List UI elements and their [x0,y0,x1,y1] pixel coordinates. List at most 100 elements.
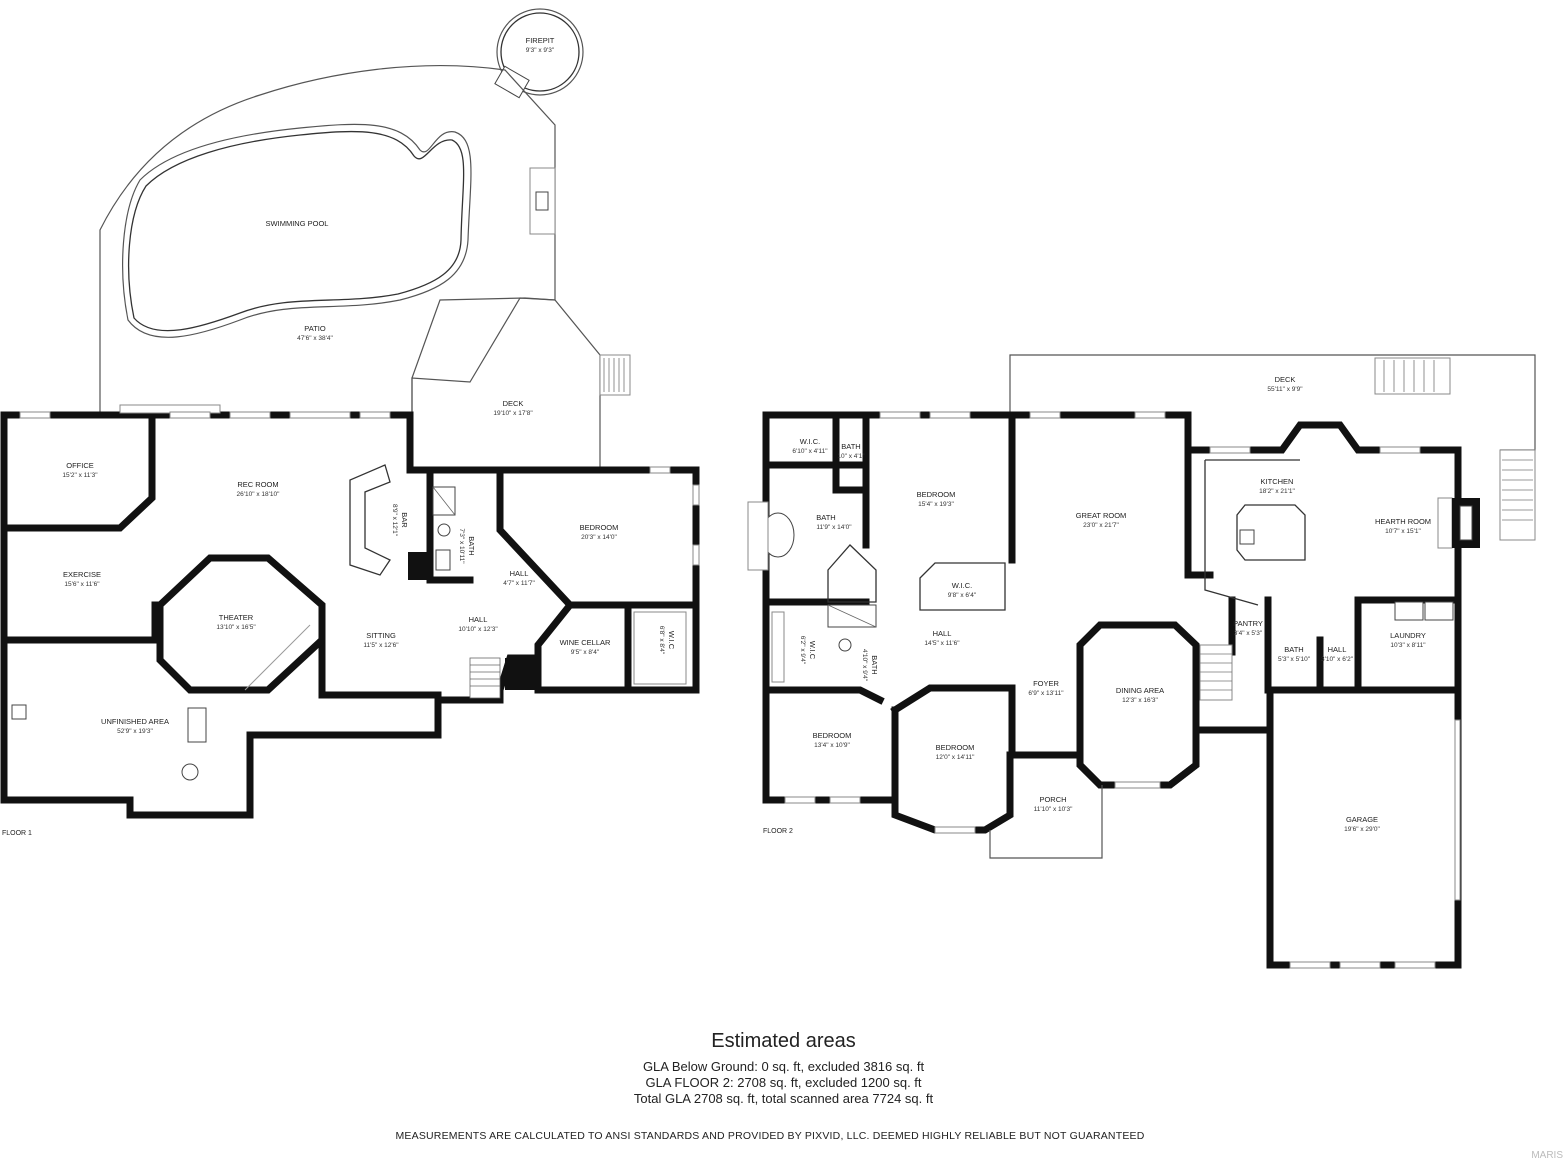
floor2-windows [784,411,1436,969]
floor1-labels: FIREPIT 9'3" x 9'3" SWIMMING POOL PATIO … [2,36,676,837]
room-name-bath-f1: BATH [467,536,476,555]
patio-grill-icon [535,191,549,211]
room-name-hearth-room: HEARTH ROOM [1375,517,1431,526]
room-name-kitchen: KITCHEN [1261,477,1294,486]
room-name-exercise: EXERCISE [63,570,101,579]
unfinished-tank [187,707,207,743]
master-bath-bay-window [747,501,769,571]
area-line-floor2: GLA FLOOR 2: 2708 sq. ft, excluded 1200 … [645,1075,922,1090]
room-dims-bath-left: 4'10" x 9'4" [861,649,868,682]
room-dims-bath-f1: 7'3" x 10'11" [458,528,465,564]
floor1-exterior-walls [0,411,700,819]
deck-f2-stairs-side [1499,449,1536,541]
firepit-inner [500,12,580,92]
room-dims-deck-f2: 55'11" x 9'9" [1267,386,1303,393]
floor1-label: FLOOR 1 [2,830,32,837]
room-name-hall-f1: HALL [469,615,488,624]
kitchen-sink [1239,529,1255,545]
room-name-laundry: LAUNDRY [1390,631,1426,640]
theater-screen-line [244,624,311,691]
room-dims-foyer: 6'9" x 13'11" [1028,690,1064,697]
room-dims-bar: 8'9" x 12'1" [391,504,398,537]
floor2-exterior-walls [762,411,1462,969]
room-name-dining: DINING AREA [1116,686,1164,695]
room-name-hall-small-f1: HALL [510,569,529,578]
room-name-bath-top: BATH [841,442,860,451]
room-dims-dining: 12'3" x 16'3" [1122,697,1158,704]
room-name-wine-cellar: WINE CELLAR [560,638,611,647]
room-dims-theater: 13'10" x 16'5" [216,624,256,631]
deck-f2-side-treads [1502,459,1533,521]
room-name-hall-small-f2: HALL [1328,645,1347,654]
hearth-fireplace [1437,497,1453,549]
room-dims-bath-half: 5'3" x 5'10" [1278,656,1311,663]
room-dims-patio: 47'6" x 38'4" [297,335,333,342]
wic-left-shelf [771,611,785,683]
unfinished-panel [11,704,27,720]
deck-f2-stair-treads [1383,360,1435,392]
floor1-vanity [435,549,451,571]
room-name-deck-f1: DECK [503,399,524,408]
room-name-bedroom-f1: BEDROOM [580,523,619,532]
master-bath-shower [827,544,877,603]
room-dims-bath-master: 11'9" x 14'0" [816,524,852,531]
room-name-wic-top: W.I.C. [800,437,820,446]
porch-outline [989,785,1103,859]
patio-outline [99,65,556,412]
room-dims-wine-cellar: 9'5" x 8'4" [571,649,600,656]
floor-plan: FIREPIT 9'3" x 9'3" SWIMMING POOL PATIO … [0,8,1536,969]
floor1-interior-walls [4,411,700,699]
room-name-bedroom-master: BEDROOM [917,490,956,499]
room-name-hall-f2: HALL [933,629,952,638]
room-dims-hall-f1: 10'10" x 12'3" [458,626,498,633]
room-dims-garage: 19'6" x 29'0" [1344,826,1380,833]
room-name-great-room: GREAT ROOM [1076,511,1127,520]
wic-master-closet [919,562,1006,611]
room-dims-bedroom-f1: 20'3" x 14'0" [581,534,617,541]
room-dims-hearth-room: 10'7" x 15'1" [1385,528,1421,535]
room-name-office: OFFICE [66,461,94,470]
area-line-total: Total GLA 2708 sq. ft, total scanned are… [633,1091,934,1106]
floor1-column [408,552,428,580]
room-name-bedroom-a: BEDROOM [813,731,852,740]
garage-door [1454,719,1461,901]
room-dims-bath-top: 10" x 4'1" [837,453,865,460]
swimming-pool-outline [122,123,472,338]
room-name-bar: BAR [400,512,409,528]
room-dims-wic-f1: 6'8" x 8'4" [658,626,665,655]
firepit-outline [496,8,584,96]
floor1-shower-drain [432,486,456,516]
deck-f2-stairs-top [1374,357,1451,395]
deck-outline [411,297,601,469]
bar-counter [349,464,391,576]
deck-stairs [599,354,631,396]
room-dims-wic-top: 6'10" x 4'11" [792,448,828,455]
room-dims-bedroom-master: 15'4" x 19'3" [918,501,954,508]
room-dims-sitting: 11'5" x 12'6" [363,642,399,649]
floor-1 [0,8,700,819]
measurement-disclaimer: MEASUREMENTS ARE CALCULATED TO ANSI STAN… [395,1130,1145,1142]
room-name-pantry: PANTRY [1233,619,1263,628]
room-dims-hall-f2: 14'5" x 11'6" [924,640,960,647]
floor2-labels: DECK 55'11" x 9'9" W.I.C. 6'10" x 4'11" … [763,375,1431,835]
room-name-sitting: SITTING [366,631,396,640]
room-dims-laundry: 10'3" x 8'11" [1390,642,1426,649]
room-dims-deck-f1: 19'10" x 17'8" [493,410,533,417]
room-name-rec-room: REC ROOM [237,480,278,489]
area-line-below-ground: GLA Below Ground: 0 sq. ft, excluded 381… [642,1059,925,1074]
firepit-steps [494,65,530,99]
room-name-swimming-pool: SWIMMING POOL [266,219,329,228]
room-name-unfinished: UNFINISHED AREA [101,717,169,726]
room-name-foyer: FOYER [1033,679,1059,688]
deck-stair-treads [603,358,625,392]
room-name-patio: PATIO [304,324,326,333]
water-heater-icon [181,763,199,781]
room-dims-pantry: 3'4" x 5'3" [1234,630,1263,637]
room-name-bath-left: BATH [870,655,879,674]
kitchen-counter [1204,459,1300,606]
floor1-stairs [469,657,501,699]
wic-closet-shelf [633,611,687,685]
room-dims-hall-small-f2: 3'10" x 6'2" [1321,656,1354,663]
room-name-porch: PORCH [1039,795,1066,804]
floor1-toilet-icon [437,523,451,537]
